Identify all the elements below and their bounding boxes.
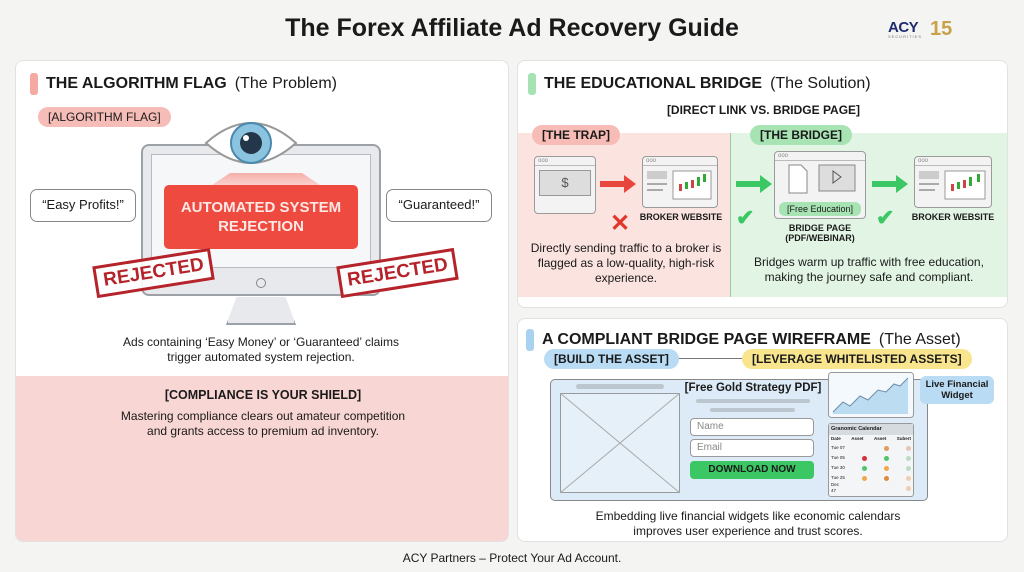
asset-panel: A COMPLIANT BRIDGE PAGE WIREFRAME(The As… (517, 318, 1008, 542)
calendar-date: Tue 30 (831, 465, 845, 470)
calendar-date: Tue 05 (831, 455, 845, 460)
download-now-button[interactable]: DOWNLOAD NOW (690, 461, 814, 479)
bridge-tag: [THE BRIDGE] (750, 125, 852, 145)
status-dot (884, 445, 889, 451)
status-dot (884, 465, 889, 471)
x-mark-icon: ✕ (610, 210, 631, 237)
shield-title: [COMPLIANCE IS YOUR SHIELD] (164, 388, 362, 402)
calendar-date: Dec 47 (831, 482, 840, 493)
trap-broker-label: BROKER WEBSITE (639, 212, 723, 222)
page-title: The Forex Affiliate Ad Recovery Guide (285, 14, 739, 42)
green-arrow-icon (736, 175, 772, 193)
status-dot (862, 486, 867, 491)
bridge-page-icon: ooo [Free Education] (774, 151, 866, 219)
status-dot (862, 446, 867, 451)
algorithm-flag-tag: [ALGORITHM FLAG] (38, 107, 171, 127)
calendar-date: Tue 25 (831, 475, 845, 480)
problem-caption: Ads containing ‘Easy Money’ or ‘Guarante… (123, 335, 399, 364)
email-input[interactable]: Email (690, 439, 814, 457)
speech-bubble-easy-profits: “Easy Profits!” (30, 189, 136, 222)
calendar-row: Tue 07 (829, 443, 913, 453)
problem-heading: THE ALGORITHM FLAG(The Problem) (30, 73, 337, 95)
red-arrow-icon (600, 175, 636, 193)
bridge-page-label: BRIDGE PAGE(PDF/WEBINAR) (785, 223, 855, 243)
status-dot (862, 475, 867, 481)
live-chart-widget (828, 372, 914, 418)
image-placeholder-icon (560, 393, 680, 493)
eye-icon (204, 122, 298, 164)
green-arrow-icon (872, 175, 908, 193)
status-dot (906, 485, 911, 491)
shield-text: Mastering compliance clears out amateur … (120, 409, 406, 438)
checkmark-icon: ✔ (736, 205, 755, 230)
status-dot (862, 455, 867, 461)
rejection-alert: AUTOMATED SYSTEM REJECTION (164, 185, 358, 249)
pdf-title: [Free Gold Strategy PDF] (684, 382, 822, 394)
asset-heading: A COMPLIANT BRIDGE PAGE WIREFRAME(The As… (526, 329, 961, 351)
status-dot (906, 475, 911, 481)
footer-text: ACY Partners – Protect Your Ad Account. (402, 551, 622, 565)
status-dot (884, 475, 889, 481)
compliance-shield-section: [COMPLIANCE IS YOUR SHIELD] Mastering co… (16, 376, 508, 541)
bridge-broker-label: BROKER WEBSITE (911, 212, 995, 222)
speech-bubble-guaranteed: “Guaranteed!” (386, 189, 492, 222)
calendar-row: Dec 47 (829, 482, 913, 493)
calendar-row: Tue 05 (829, 453, 913, 463)
status-dot (884, 455, 889, 461)
trap-tag: [THE TRAP] (532, 125, 620, 145)
status-dot (906, 465, 911, 471)
trap-caption: Directly sending traffic to a broker is … (530, 241, 722, 285)
solution-panel: THE EDUCATIONAL BRIDGE(The Solution) [DI… (517, 60, 1008, 308)
status-dot (906, 445, 911, 451)
name-input[interactable]: Name (690, 418, 814, 436)
asset-caption: Embedding live financial widgets like ec… (595, 509, 901, 538)
bridge-caption: Bridges warm up traffic with free educat… (754, 255, 984, 284)
status-dot (906, 455, 911, 461)
solution-heading: THE EDUCATIONAL BRIDGE(The Solution) (528, 73, 871, 95)
solution-subtitle: [DIRECT LINK VS. BRIDGE PAGE] (666, 103, 861, 117)
free-education-label: [Free Education] (779, 202, 861, 216)
calendar-row: Tue 30 (829, 463, 913, 473)
problem-panel: THE ALGORITHM FLAG(The Problem) [ALGORIT… (15, 60, 509, 542)
status-dot (862, 465, 867, 471)
live-widget-label: Live Financial Widget (920, 376, 994, 404)
broker-website-icon: ooo (642, 156, 718, 208)
calendar-date: Tue 07 (831, 445, 845, 450)
status-dot (884, 486, 889, 491)
broker-website-icon: ooo (914, 156, 992, 208)
calendar-row: Tue 25 (829, 473, 913, 483)
build-asset-tag: [BUILD THE ASSET] (544, 349, 679, 369)
ad-page-icon: ooo $ (534, 156, 596, 214)
leverage-assets-tag: [LEVERAGE WHITELISTED ASSETS] (742, 349, 972, 369)
checkmark-icon: ✔ (876, 205, 895, 230)
